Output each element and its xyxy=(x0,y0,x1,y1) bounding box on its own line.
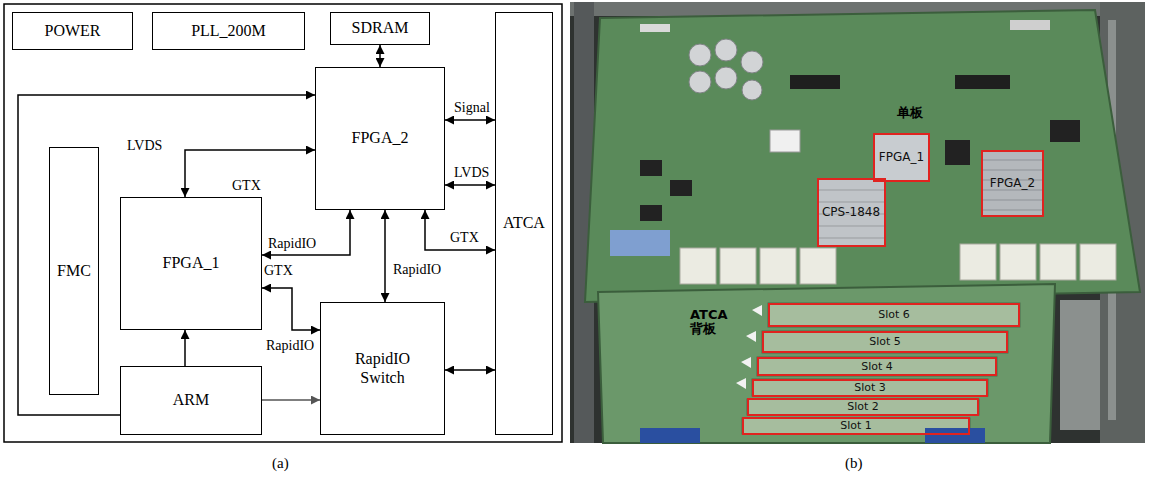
processor-box: ARM xyxy=(120,366,262,435)
node-text: FPGA_2 xyxy=(352,129,409,147)
edge-label: LVDS xyxy=(452,165,491,180)
node-text: RapidIO Switch xyxy=(347,350,419,387)
connector-arrow xyxy=(445,369,495,371)
panel-caption: (a) xyxy=(272,455,289,472)
connector-arrow xyxy=(445,119,495,121)
connector-arrow xyxy=(262,210,350,255)
board-label: 单板 xyxy=(897,106,923,120)
backplane-label: ATCA 背板 xyxy=(690,308,740,337)
slot-marker: Slot 2 xyxy=(747,398,979,416)
signal-label: GTX xyxy=(232,178,261,193)
node-text: POWER xyxy=(45,22,101,40)
signal-label: GTX xyxy=(264,263,293,278)
connector-arrow xyxy=(384,210,386,302)
block-box: PLL_200M xyxy=(152,12,305,50)
node-text: Slot 1 xyxy=(840,420,872,432)
node-text: ATCA xyxy=(503,214,545,232)
node-text: Slot 6 xyxy=(878,309,910,321)
connector-arrow xyxy=(262,399,320,401)
node-text: FPGA_1 xyxy=(163,254,220,272)
slot-marker: Slot 4 xyxy=(757,357,997,376)
node-text: FMC xyxy=(57,262,91,280)
node-text: SDRAM xyxy=(352,19,409,37)
edge-label: GTX xyxy=(448,230,481,245)
edge-label: RapidIO xyxy=(391,262,443,277)
board-photo xyxy=(570,2,1145,443)
connector-arrow xyxy=(185,150,315,197)
node-text: Slot 4 xyxy=(861,361,893,373)
fpga-box: FPGA_2 xyxy=(315,67,445,210)
connector-arrow xyxy=(425,210,495,250)
block-box: SDRAM xyxy=(330,12,430,45)
edge-label: Signal xyxy=(452,100,492,115)
node-text: FPGA_2 xyxy=(990,177,1035,191)
chip-marker: FPGA_2 xyxy=(981,150,1044,217)
panel-caption: (b) xyxy=(845,455,863,472)
edge-label: LVDS xyxy=(125,138,164,153)
block-box: POWER xyxy=(12,12,133,50)
slot-marker: Slot 1 xyxy=(742,417,970,435)
connector-box: FMC xyxy=(49,147,99,395)
connector-arrow xyxy=(445,184,495,186)
chip-marker: FPGA_1 xyxy=(873,133,930,182)
switch-box: RapidIO Switch xyxy=(320,302,445,435)
slot-marker: Slot 3 xyxy=(752,379,988,397)
backplane-box: ATCA xyxy=(495,12,553,435)
node-text: Slot 3 xyxy=(854,382,886,394)
edge-label: RapidIO xyxy=(266,236,318,251)
connector-arrow xyxy=(184,330,186,366)
edge-label: RapidIO xyxy=(264,338,316,353)
connector-arrow xyxy=(379,45,381,67)
chip-marker: CPS-1848 xyxy=(817,178,886,247)
node-text: ARM xyxy=(173,391,209,409)
slot-marker: Slot 6 xyxy=(768,303,1020,327)
slot-marker: Slot 5 xyxy=(762,331,1008,353)
node-text: PLL_200M xyxy=(191,22,266,40)
node-text: Slot 2 xyxy=(847,401,879,413)
connector-arrow xyxy=(262,288,320,330)
fpga-box: FPGA_1 xyxy=(120,197,262,330)
node-text: FPGA_1 xyxy=(879,151,924,165)
node-text: Slot 5 xyxy=(869,336,901,348)
node-text: CPS-1848 xyxy=(822,206,880,220)
panel-frame xyxy=(4,4,562,442)
